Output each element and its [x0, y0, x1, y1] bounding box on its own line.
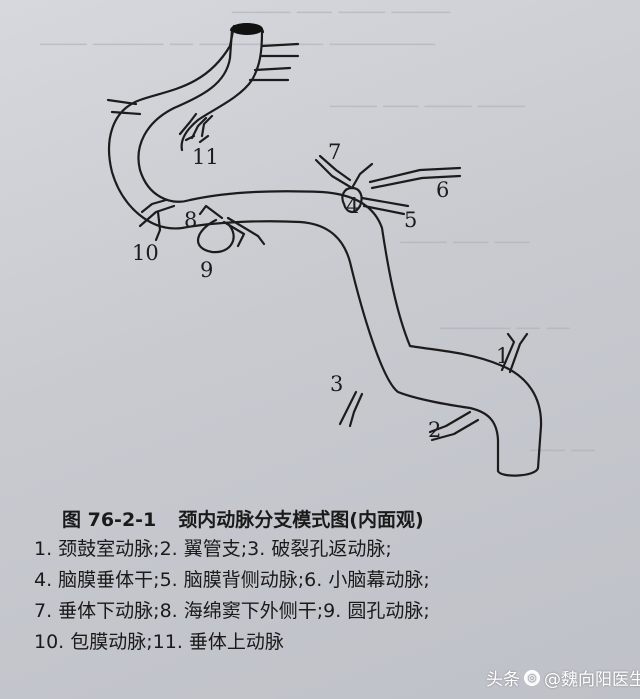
figure-legend: 1. 颈鼓室动脉;2. 翼管支;3. 破裂孔返动脉; 4. 脑膜垂体干;5. 脑…: [34, 534, 619, 658]
watermark: 头条 ◎ @魏向阳医生: [486, 665, 640, 690]
label-9: 9: [200, 258, 214, 282]
bleed-through-text: ──── ────── ── ─────── ─── ─────────: [40, 34, 436, 56]
bleed-through-text: ────── ── ──: [440, 318, 571, 340]
legend-item: 1. 颈鼓室动脉;: [34, 538, 160, 560]
label-4: 4: [346, 194, 360, 218]
legend-item: 3. 破裂孔返动脉;: [247, 538, 392, 560]
figure-number: 图 76-2-1: [62, 509, 157, 531]
branch-stub-upper-2: [248, 66, 292, 82]
branch-stub-upper-1: [260, 42, 300, 58]
label-10: 10: [132, 241, 159, 265]
legend-item: 8. 海绵窦下外侧干;: [159, 600, 324, 622]
watermark-handle: @魏向阳医生: [544, 670, 640, 690]
label-1: 1: [496, 344, 510, 368]
bleed-through-text: ──── ─── ───: [400, 232, 531, 254]
ica-distal-shoulder: [180, 30, 264, 152]
branch-5: [360, 196, 410, 216]
legend-item: 4. 脑膜垂体干;: [34, 569, 160, 591]
branch-2: [428, 410, 480, 442]
label-8: 8: [184, 208, 198, 232]
at-icon: ◎: [524, 669, 540, 686]
branch-6: [368, 166, 462, 190]
branch-10: [138, 198, 176, 242]
legend-item: 9. 圆孔动脉;: [323, 600, 430, 622]
ica-branch-diagram: [106, 23, 543, 477]
label-6: 6: [436, 178, 450, 202]
legend-item: 10. 包膜动脉;: [34, 631, 153, 653]
label-5: 5: [404, 208, 418, 232]
branch-3: [338, 390, 364, 428]
branch-stub-left: [106, 98, 142, 116]
label-7: 7: [328, 140, 342, 164]
branch-8: [197, 204, 266, 254]
branch-1: [500, 332, 529, 374]
figure-title: 颈内动脉分支模式图(内面观): [178, 509, 424, 531]
watermark-prefix: 头条: [486, 670, 520, 690]
legend-item: 6. 小脑幕动脉;: [304, 569, 430, 591]
label-11: 11: [192, 145, 219, 169]
figure-caption: 图 76-2-1 颈内动脉分支模式图(内面观): [62, 505, 424, 532]
legend-item: 7. 垂体下动脉;: [34, 600, 160, 622]
bleed-through-text: ──── ─── ──── ────: [330, 96, 526, 118]
legend-item: 5. 脑膜背侧动脉;: [159, 569, 305, 591]
branch-7: [314, 154, 374, 190]
branch-4: [341, 186, 363, 213]
label-3: 3: [330, 372, 344, 396]
legend-item: 2. 翼管支;: [159, 538, 248, 560]
label-2: 2: [428, 418, 442, 442]
bleed-through-text: ───── ─── ──── ─────: [232, 2, 451, 24]
ica-outer-wall: [137, 28, 543, 470]
ica-cut-end: [496, 466, 540, 477]
legend-item: 11. 垂体上动脉: [152, 631, 284, 653]
ica-inner-wall: [108, 24, 500, 473]
ica-lumen-opening: [231, 23, 263, 35]
branch-11: [178, 112, 214, 144]
bleed-through-text: ─── ──: [530, 440, 596, 462]
